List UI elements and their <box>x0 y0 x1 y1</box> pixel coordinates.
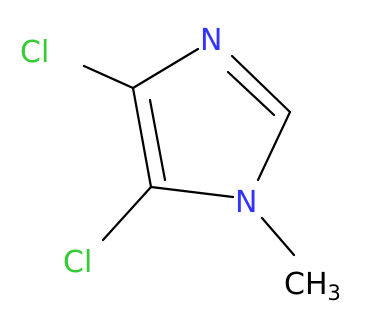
atom-cl-bottom: Cl <box>63 245 92 280</box>
bond-n1-c5 <box>149 185 235 199</box>
bond-c2-n1 <box>256 110 292 182</box>
methyl-subscript: 3 <box>328 281 341 305</box>
bond-n1-methyl <box>260 216 296 257</box>
atom-n-top: N <box>200 23 222 58</box>
methyl-ch: CH <box>284 267 328 302</box>
bond-c4-c5 <box>131 86 153 189</box>
atom-n-bottom: N <box>235 185 257 220</box>
bond-c4-cl <box>82 64 135 90</box>
bond-c4-n3 <box>131 47 200 90</box>
atom-cl-top: Cl <box>20 35 49 70</box>
bond-c4-c5-inner <box>148 98 167 182</box>
bond-n3-c2 <box>230 54 292 114</box>
bonds <box>82 47 296 257</box>
bond-c5-cl <box>101 185 153 242</box>
atom-methyl-label: CH3 <box>284 267 341 305</box>
bond-n3-c2-inner <box>226 70 276 117</box>
